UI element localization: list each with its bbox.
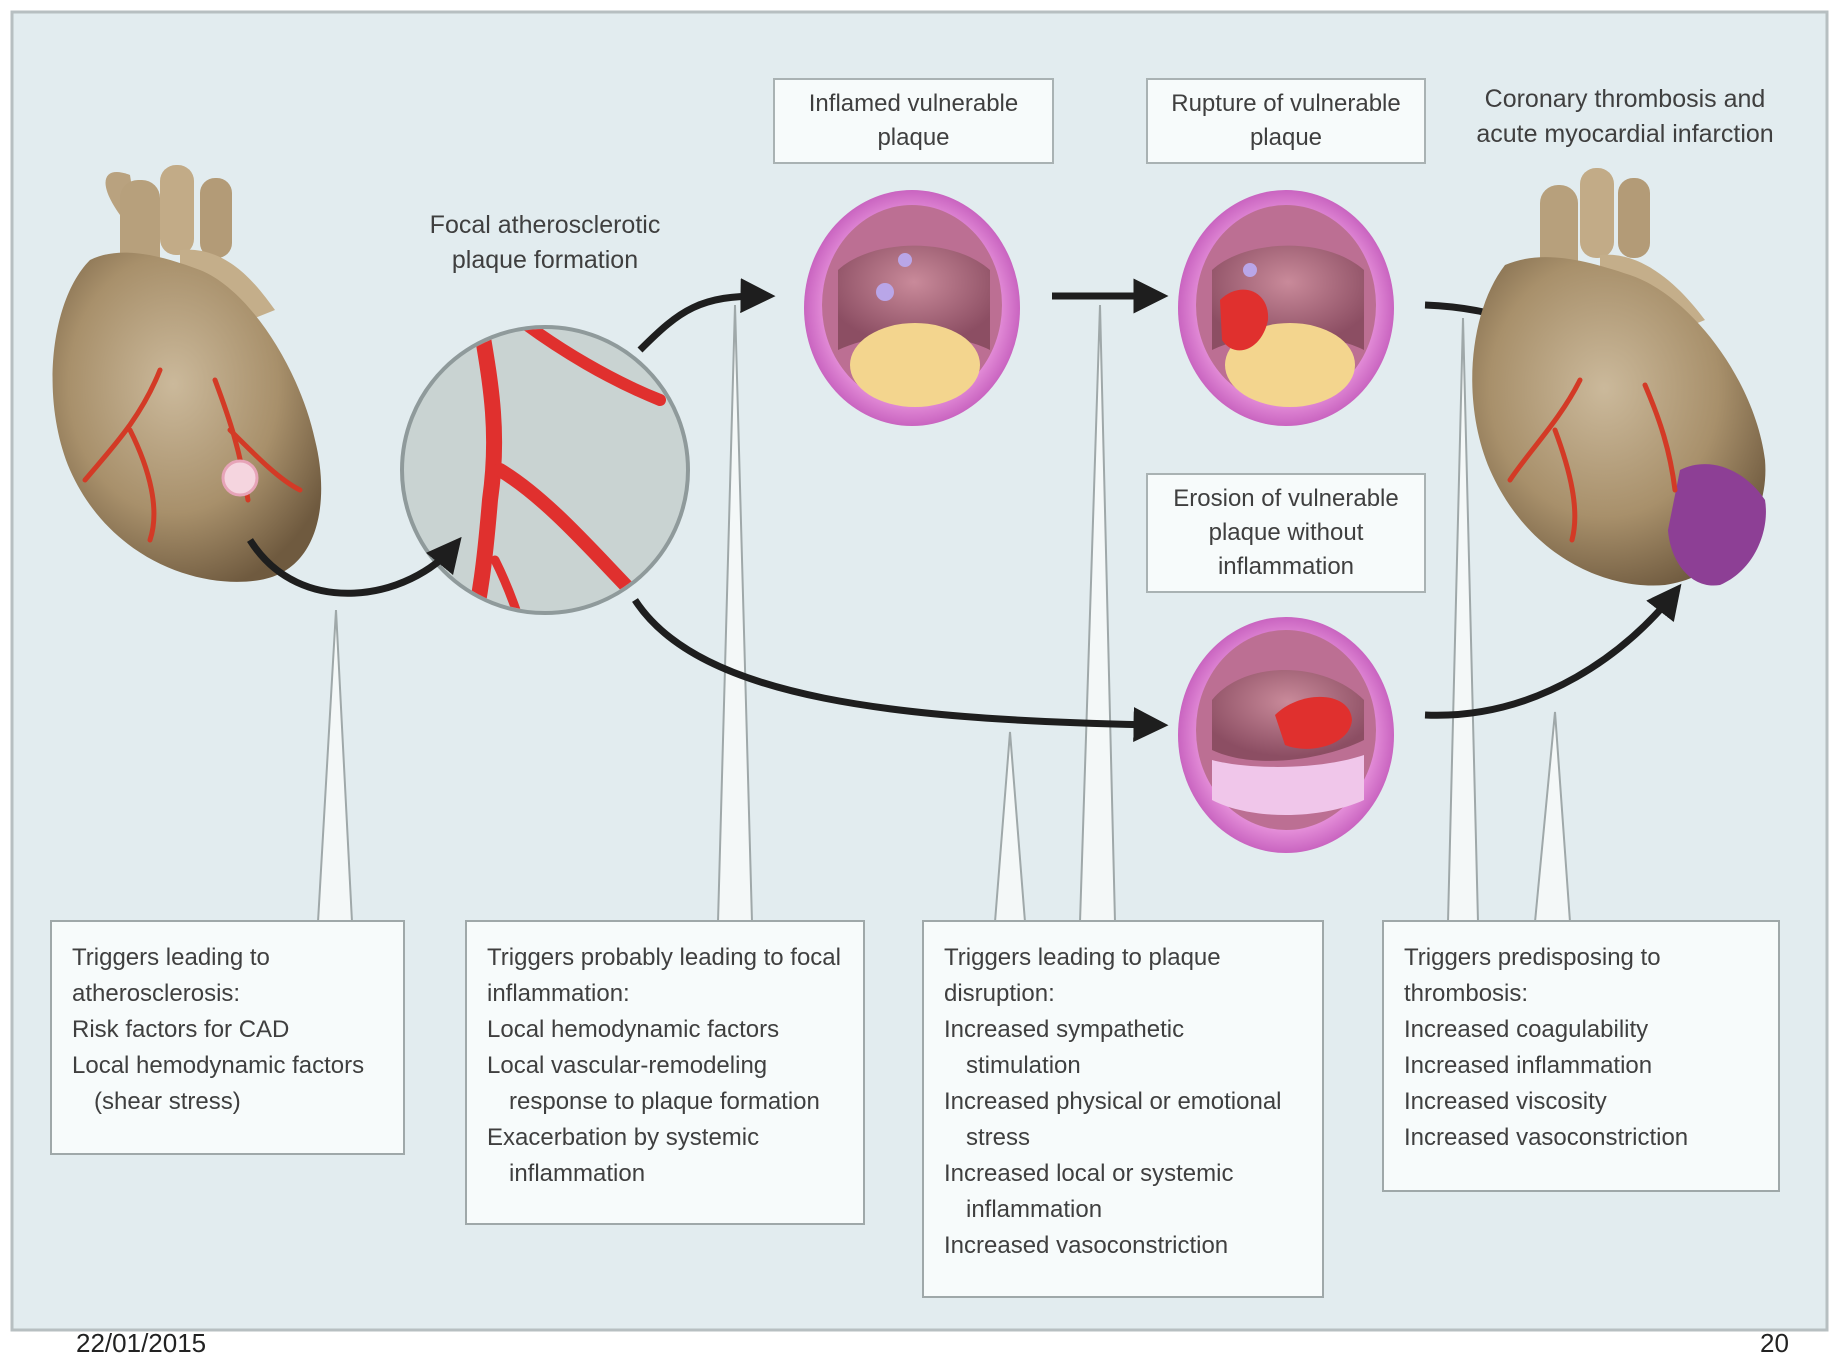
trigger-line: inflammation	[944, 1192, 1306, 1228]
trigger-line: Increased physical or emotional	[944, 1084, 1306, 1120]
trigger-line: Local hemodynamic factors	[487, 1012, 847, 1048]
trigger-line: Increased inflammation	[1404, 1048, 1762, 1084]
trigger-line: response to plaque formation	[487, 1084, 847, 1120]
trigger-line: Increased local or systemic	[944, 1156, 1306, 1192]
trigger-line: Risk factors for CAD	[72, 1012, 387, 1048]
label-focal-plaque: Focal atherosclerotic plaque formation	[405, 208, 685, 278]
trigger-line: Triggers leading to plaque	[944, 940, 1306, 976]
trigger-line: Local hemodynamic factors	[72, 1048, 387, 1084]
trigger-line: Exacerbation by systemic	[487, 1120, 847, 1156]
trigger-line: Triggers leading to	[72, 940, 387, 976]
cross-section-erosion	[1178, 617, 1394, 853]
trigger-line: Triggers probably leading to focal	[487, 940, 847, 976]
trigger-line: atherosclerosis:	[72, 976, 387, 1012]
trigger-line: Increased coagulability	[1404, 1012, 1762, 1048]
trigger-line: stress	[944, 1120, 1306, 1156]
trigger-line: inflammation	[487, 1156, 847, 1192]
trigger-line: disruption:	[944, 976, 1306, 1012]
trigger-line: Increased sympathetic	[944, 1012, 1306, 1048]
trigger-line: stimulation	[944, 1048, 1306, 1084]
panel-title-inflamed: Inflamed vulnerable plaque	[773, 78, 1054, 164]
footer-date: 22/01/2015	[76, 1328, 206, 1359]
trigger-line: thrombosis:	[1404, 976, 1762, 1012]
trigger-line: (shear stress)	[72, 1084, 387, 1120]
trigger-line: inflammation:	[487, 976, 847, 1012]
panel-title-rupture: Rupture of vulnerable plaque	[1146, 78, 1426, 164]
trigger-line: Local vascular-remodeling	[487, 1048, 847, 1084]
panel-title-erosion: Erosion of vulnerable plaque without inf…	[1146, 473, 1426, 593]
plaque-site-marker	[223, 461, 257, 495]
footer-page-number: 20	[1760, 1328, 1789, 1359]
trigger-line: Increased viscosity	[1404, 1084, 1762, 1120]
trigger-line: Triggers predisposing to	[1404, 940, 1762, 976]
trigger-line: Increased vasoconstriction	[944, 1228, 1306, 1264]
cross-section-rupture	[1178, 190, 1394, 426]
label-coronary-thrombosis: Coronary thrombosis and acute myocardial…	[1460, 82, 1790, 152]
cross-section-inflamed	[804, 190, 1020, 426]
trigger-line: Increased vasoconstriction	[1404, 1120, 1762, 1156]
